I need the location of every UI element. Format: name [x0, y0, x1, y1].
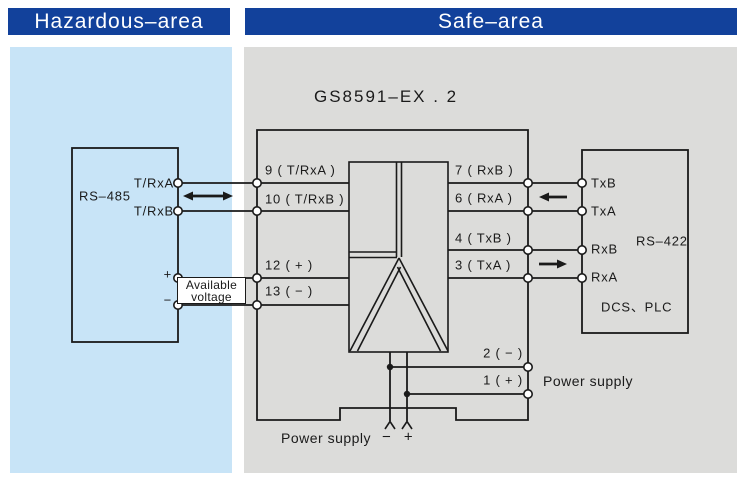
safe-area-header: Safe–area — [245, 8, 737, 35]
power-plug-chevron-icon — [384, 420, 396, 430]
note-line-1: Available — [185, 277, 238, 292]
safe-area-panel — [244, 47, 737, 473]
isolator-terminal-10-label: 10 ( T/RxB ) — [265, 191, 345, 207]
terminal-rs485-b — [173, 206, 184, 217]
dcs-plc-label: DCS、PLC — [601, 299, 673, 315]
junction-dot — [403, 390, 411, 398]
power-plug-chevron-icon — [401, 420, 413, 430]
terminal-3 — [522, 272, 533, 283]
terminal-1 — [522, 388, 533, 399]
terminal-12 — [252, 272, 263, 283]
junction-dot — [386, 363, 394, 371]
isolator-terminal-7-label: 7 ( RxB ) — [455, 162, 514, 178]
power-wires — [389, 352, 528, 421]
terminal-rs422-txb — [576, 178, 587, 189]
isolator-terminal-12-label: 12 ( + ) — [265, 257, 313, 273]
rs485-plus-label: + — [163, 266, 172, 282]
isolator-terminal-9-label: 9 ( T/RxA ) — [265, 162, 336, 178]
terminal-rs422-txa — [576, 206, 587, 217]
arrow-left-icon — [539, 192, 567, 202]
isolator-terminal-1-label: 1 ( + ) — [483, 372, 523, 388]
isolator-box — [256, 129, 529, 421]
terminal-2 — [522, 361, 533, 372]
power-polarity-label: − + — [382, 428, 414, 446]
rs422-txb-label: TxB — [591, 175, 617, 191]
rs485-terminal-b-label: T/RxB — [133, 203, 174, 219]
rs422-device-label: RS–422 — [636, 233, 688, 249]
hazardous-area-header: Hazardous–area — [8, 8, 230, 35]
terminal-rs485-a — [173, 178, 184, 189]
note-line-2: voltage — [191, 289, 232, 304]
terminal-7 — [522, 178, 533, 189]
terminal-6 — [522, 206, 533, 217]
terminal-4 — [522, 245, 533, 256]
isolation-amplifier-symbol — [348, 161, 449, 353]
isolator-terminal-2-label: 2 ( − ) — [483, 345, 523, 361]
terminal-13 — [252, 299, 263, 310]
device-model-title: GS8591–EX . 2 — [314, 87, 459, 106]
arrow-right-icon — [539, 259, 567, 269]
rs422-device-box — [581, 149, 689, 334]
rs485-device-label: RS–485 — [79, 188, 131, 204]
isolator-terminal-6-label: 6 ( RxA ) — [455, 190, 513, 206]
terminal-rs422-rxb — [576, 245, 587, 256]
safe-area-label: Safe–area — [438, 9, 544, 33]
terminal-10 — [252, 206, 263, 217]
isolator-terminal-3-label: 3 ( TxA ) — [455, 257, 512, 273]
power-supply-right-label: Power supply — [543, 373, 634, 389]
isolator-terminal-13-label: 13 ( − ) — [265, 283, 313, 299]
available-voltage-note: Available voltage — [177, 277, 246, 304]
terminal-9 — [252, 178, 263, 189]
rs485-terminal-a-label: T/RxA — [133, 175, 174, 191]
rs422-wires — [448, 182, 582, 279]
rs485-minus-label: − — [163, 292, 172, 308]
hazardous-area-label: Hazardous–area — [34, 9, 204, 33]
power-supply-bottom-label: Power supply — [281, 430, 372, 446]
bidirectional-arrow-icon — [183, 191, 233, 201]
rs422-rxa-label: RxA — [591, 269, 618, 285]
rs422-rxb-label: RxB — [591, 241, 618, 257]
rs422-txa-label: TxA — [591, 203, 617, 219]
terminal-rs422-rxa — [576, 272, 587, 283]
isolator-terminal-4-label: 4 ( TxB ) — [455, 230, 512, 246]
hazardous-area-panel — [10, 47, 232, 473]
rs485-device-box — [71, 147, 179, 343]
